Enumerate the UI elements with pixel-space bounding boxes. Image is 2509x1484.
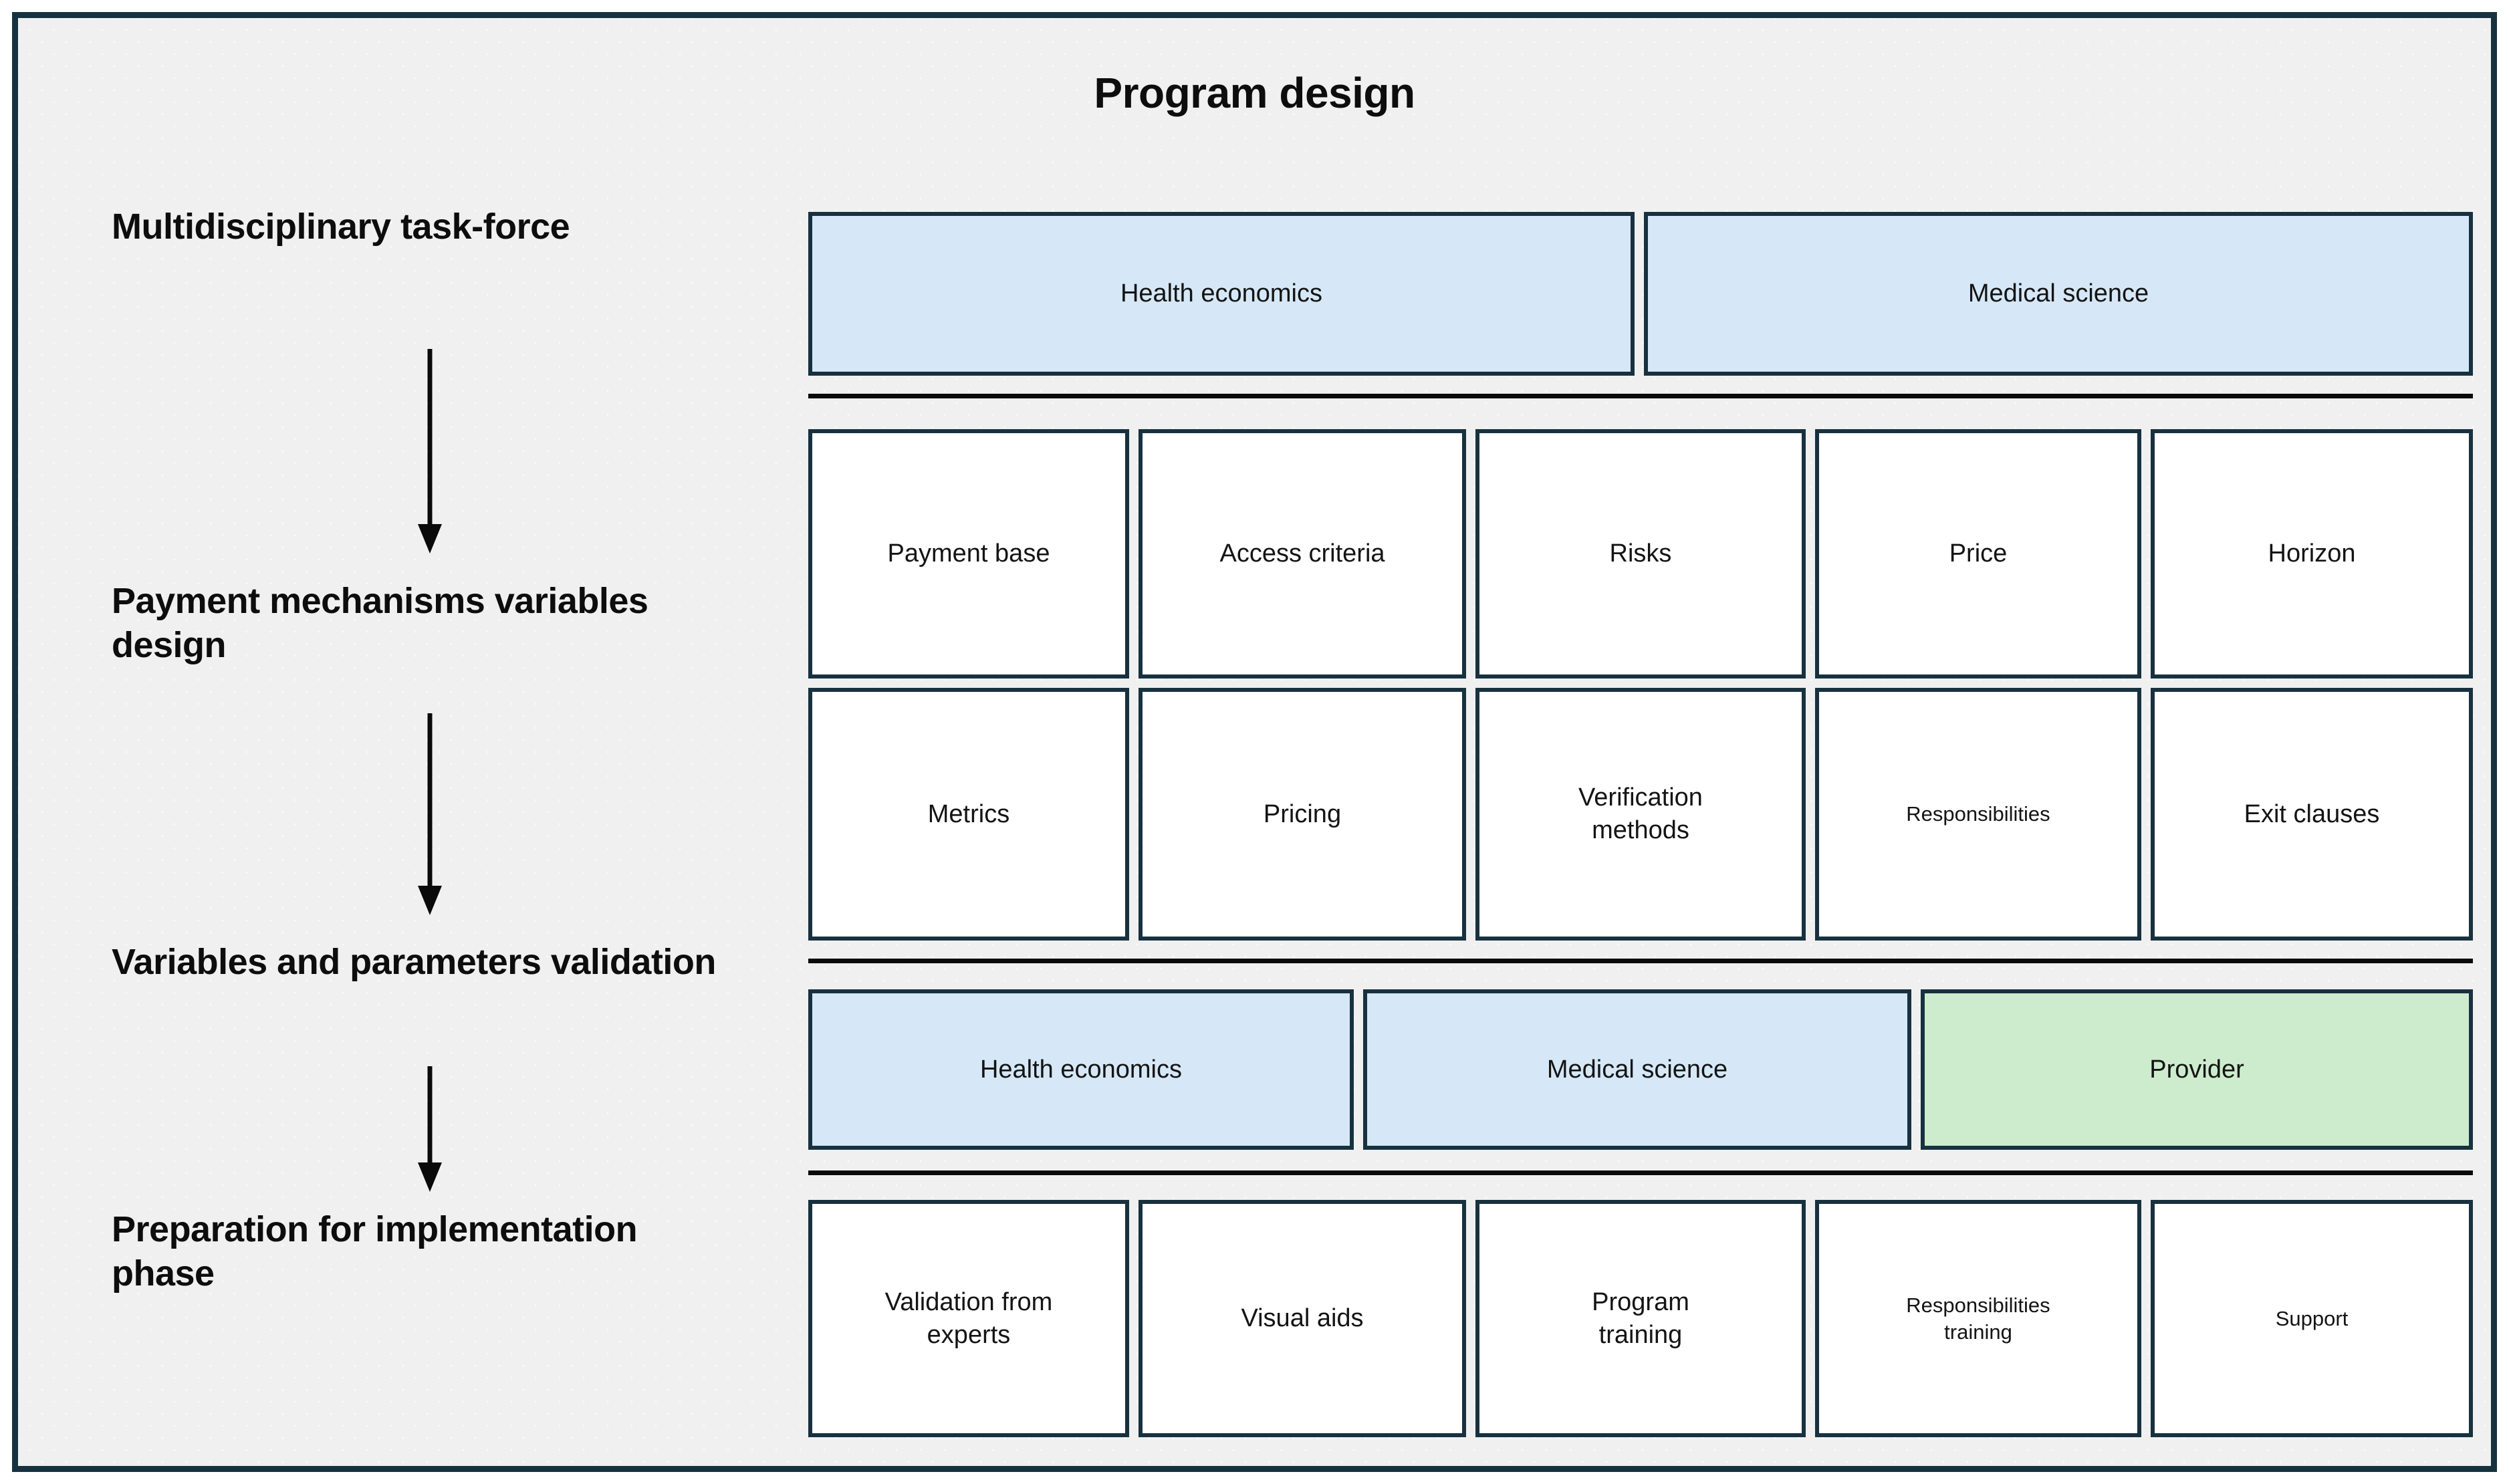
box-provider[interactable]: Provider [1921,989,2473,1150]
box-visual-aids[interactable]: Visual aids [1139,1200,1466,1437]
box-support[interactable]: Support [2151,1200,2473,1437]
box-validation-from-experts[interactable]: Validation from experts [808,1200,1129,1437]
box-risks[interactable]: Risks [1475,429,1806,678]
arrow-stage2-to-stage3 [418,713,442,915]
diagram-frame: Program design Multidisciplinary task-fo… [12,12,2497,1472]
taskforce-row: Health economics Medical science [808,212,2473,376]
stage-label-multidisciplinary-taskforce: Multidisciplinary task-force [112,207,570,247]
box-medical-science-taskforce[interactable]: Medical science [1644,212,2473,376]
box-health-economics-validation[interactable]: Health economics [808,989,1354,1150]
box-payment-base[interactable]: Payment base [808,429,1129,678]
box-access-criteria[interactable]: Access criteria [1139,429,1466,678]
box-pricing[interactable]: Pricing [1139,688,1466,941]
divider-after-validation [808,1170,2473,1175]
stage-label-column: Multidisciplinary task-force Payment mec… [98,205,773,1429]
box-medical-science-validation[interactable]: Medical science [1363,989,1911,1150]
box-price[interactable]: Price [1815,429,2141,678]
program-design-grid: Health economics Medical science Payment… [808,212,2473,1437]
box-exit-clauses[interactable]: Exit clauses [2151,688,2473,941]
page-title: Program design [1094,69,1415,117]
variables-row-1: Payment base Access criteria Risks Price… [808,429,2473,678]
divider-after-variables [808,959,2473,963]
stage-label-variables-validation: Variables and parameters validation [112,942,716,982]
box-program-training[interactable]: Program training [1475,1200,1806,1437]
arrow-stage1-to-stage2 [418,349,442,553]
box-metrics[interactable]: Metrics [808,688,1129,941]
stage-label-preparation-implementation: Preparation for implementation phase [112,1209,638,1293]
preparation-row: Validation from experts Visual aids Prog… [808,1200,2473,1437]
box-health-economics-taskforce[interactable]: Health economics [808,212,1635,376]
arrow-stage3-to-stage4 [418,1066,442,1192]
stage-label-payment-mechanisms: Payment mechanisms variables design [112,581,648,665]
box-responsibilities-training[interactable]: Responsibilities training [1815,1200,2141,1437]
variables-row-2: Metrics Pricing Verification methods Res… [808,688,2473,941]
divider-after-taskforce [808,394,2473,398]
box-verification-methods[interactable]: Verification methods [1475,688,1806,941]
box-responsibilities[interactable]: Responsibilities [1815,688,2141,941]
box-horizon[interactable]: Horizon [2151,429,2473,678]
validation-row: Health economics Medical science Provide… [808,989,2473,1150]
